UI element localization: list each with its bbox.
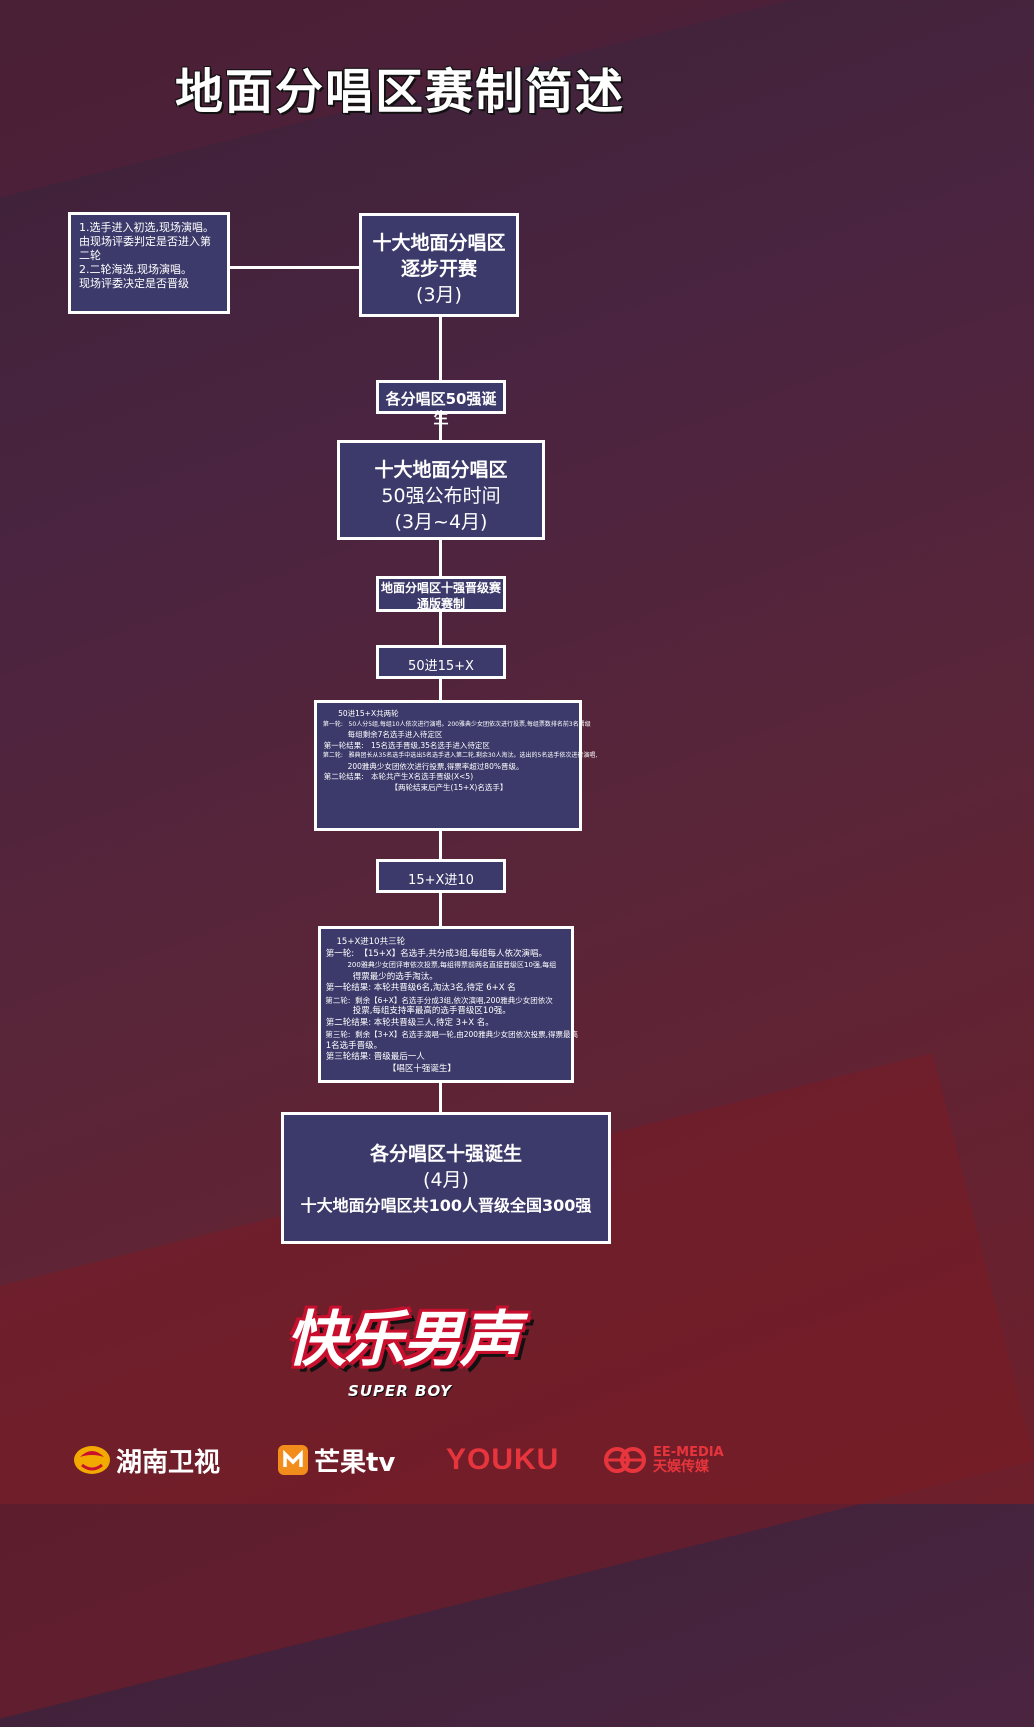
rules-line: 第二轮: 剩余【6+X】名选手分成3组,依次演唱,200雅典少女团依次 bbox=[323, 995, 553, 1005]
rules-line: 1名选手晋级。 bbox=[323, 1040, 383, 1051]
rules-line: 每组剩余7名选手进入待定区 bbox=[319, 730, 443, 739]
rules-box-round1: 50进15+X共两轮 第一轮: 50人分5组,每组10人依次进行演唱。200雅典… bbox=[314, 700, 598, 831]
stage-box-top50: 十大地面分唱区 50强公布时间 (3月~4月) bbox=[337, 440, 545, 540]
connector-vertical-4 bbox=[439, 1083, 442, 1113]
connector-vertical-1 bbox=[439, 316, 442, 440]
rules-line: 得票最少的选手淘汰。 bbox=[323, 971, 438, 982]
stage-line: 十大地面分唱区共100人晋级全国300强 bbox=[300, 1196, 592, 1215]
connector-side bbox=[230, 266, 360, 269]
rules-line: 200雅典少女团评审依次投票,每组得票前两名直接晋级区10强,每组 bbox=[323, 961, 557, 969]
side-note-line: 由现场评委判定是否进入第二轮 bbox=[79, 235, 211, 262]
rules-line: 【唱区十强诞生】 bbox=[323, 1063, 456, 1074]
rules-line: 第三轮: 剩余【3+X】名选手演唱一轮,由200雅典少女团依次投票,得票最高 bbox=[323, 1030, 578, 1039]
ee-media-icon bbox=[604, 1447, 646, 1473]
label-rule: 地面分唱区十强晋级赛 通版赛制 bbox=[376, 576, 506, 612]
stage-box-final: 各分唱区十强诞生 (4月) 十大地面分唱区共100人晋级全国300强 bbox=[281, 1112, 611, 1244]
show-logo: 快乐男声 bbox=[286, 1305, 520, 1375]
rules-line: 200雅典少女团依次进行投票,得票率超过80%晋级。 bbox=[319, 761, 524, 771]
side-note-line: 现场评委决定是否晋级 bbox=[79, 277, 189, 290]
side-note-line: 2.二轮海选,现场演唱。 bbox=[79, 263, 192, 276]
label-15to10: 15+X进10 bbox=[376, 859, 506, 893]
rules-line: 第二轮结果: 本轮共产生X名选手晋级(X<5) bbox=[319, 772, 474, 781]
stage-line: 逐步开赛 bbox=[400, 258, 477, 280]
stage-box-start: 十大地面分唱区 逐步开赛 (3月) bbox=[359, 213, 519, 317]
rules-box-round2: 15+X进10共三轮 第一轮: 【15+X】名选手,共分成3组,每组每人依次演唱… bbox=[318, 926, 578, 1083]
stage-line: 各分唱区十强诞生 bbox=[369, 1143, 522, 1165]
stage-line: 十大地面分唱区 bbox=[372, 232, 506, 254]
stage-line: 十大地面分唱区 bbox=[374, 459, 508, 481]
youku-logo: YOUKU bbox=[446, 1443, 560, 1476]
rules-line: 第三轮结果: 晋级最后一人 bbox=[323, 1052, 425, 1062]
rules-line: 第二轮结果: 本轮共晋级三人,待定 3+X 名。 bbox=[323, 1017, 494, 1028]
side-note-line: 1.选手进入初选,现场演唱。 bbox=[79, 221, 214, 234]
ee-media-logo: EE-MEDIA 天娱传媒 bbox=[603, 1440, 724, 1480]
stage-line: (3月~4月) bbox=[394, 511, 488, 533]
stage-line: 50强公布时间 bbox=[381, 485, 501, 507]
rules-line: 15+X进10共三轮 bbox=[323, 937, 406, 947]
rules-line: 第一轮结果: 15名选手晋级,35名选手进入待定区 bbox=[319, 740, 490, 750]
label-50to15: 50进15+X bbox=[376, 645, 506, 679]
connector-vertical-2 bbox=[439, 540, 442, 700]
rules-line: 50进15+X共两轮 bbox=[319, 709, 399, 718]
stage-line: (4月) bbox=[423, 1169, 469, 1191]
rules-line: 第二轮: 雅典团长从35名选手中选出5名选手进入第二轮,剩余30人淘汰。选出的5… bbox=[319, 752, 598, 759]
stage-line: (3月) bbox=[416, 284, 462, 306]
page-title: 地面分唱区赛制简述 bbox=[174, 64, 625, 120]
show-logo-subtitle: SUPER BOY bbox=[348, 1382, 452, 1400]
mango-tv-logo: 芒果tv bbox=[276, 1440, 395, 1480]
rules-line: 投票,每组支持率最高的选手晋级区10强。 bbox=[323, 1006, 511, 1016]
side-note-box: 1.选手进入初选,现场演唱。 由现场评委判定是否进入第二轮 2.二轮海选,现场演… bbox=[68, 212, 230, 314]
hunan-tv-logo: 湖南卫视 bbox=[72, 1440, 220, 1480]
rules-line: 第一轮结果: 本轮共晋级6名,淘汰3名,待定 6+X 名 bbox=[323, 983, 516, 993]
mango-icon bbox=[278, 1445, 308, 1475]
rules-line: 第一轮: 【15+X】名选手,共分成3组,每组每人依次演唱。 bbox=[323, 948, 548, 959]
rules-line: 第一轮: 50人分5组,每组10人依次进行演唱。200雅典少女团依次进行投票,每… bbox=[319, 720, 591, 728]
hunan-tv-icon bbox=[74, 1446, 110, 1474]
rules-line: 【两轮结束后产生(15+X)名选手】 bbox=[319, 782, 508, 792]
label-top50: 各分唱区50强诞生 bbox=[376, 380, 506, 427]
